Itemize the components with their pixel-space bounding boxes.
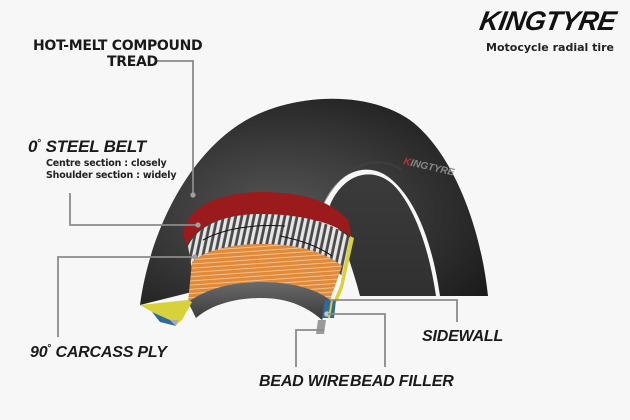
- steel-belt-title: STEEL BELT: [45, 137, 147, 156]
- carcass-ply-layer: [188, 244, 342, 302]
- brand-logo: KINGTYRE: [477, 6, 618, 37]
- tread-label-line1: HOT-MELT COMPOUND: [33, 38, 203, 54]
- steel-belt-label: 0° STEEL BELT: [28, 137, 147, 156]
- tread-leader-line: [155, 60, 194, 195]
- steel-belt-leader-line: [69, 193, 197, 226]
- leader-lines: [57, 60, 458, 367]
- bead-wire-label: BEAD WIRE: [259, 373, 349, 390]
- carcass-ply-title: CARCASS PLY: [55, 344, 167, 361]
- sidewall-leader-line: [330, 299, 458, 322]
- carcass-ply-leader-line: [57, 256, 193, 337]
- steel-belt-degree: 0: [28, 137, 38, 156]
- leader-dots: [190, 192, 201, 260]
- carcass-ply-degree: 90: [30, 344, 48, 361]
- carcass-ply-label: 90° CARCASS PLY: [30, 343, 167, 361]
- brand-subtitle: Motocycle radial tire: [486, 41, 615, 54]
- sidewall-label: SIDEWALL: [422, 328, 504, 345]
- inner-liner: [188, 282, 330, 320]
- tread-label-line2: TREAD: [107, 54, 158, 70]
- tread-compound-layer: [183, 192, 352, 246]
- steel-belt-note-shoulder: Shoulder section : widely: [46, 170, 177, 181]
- brand-logo-text: KINGTYRE: [477, 6, 619, 36]
- steel-belt-note-centre: Centre section : closely: [46, 158, 167, 169]
- bead-filler-label: BEAD FILLER: [350, 373, 454, 390]
- bead-filler-leader-line: [328, 313, 386, 367]
- bead-wire-leader-line: [295, 329, 324, 367]
